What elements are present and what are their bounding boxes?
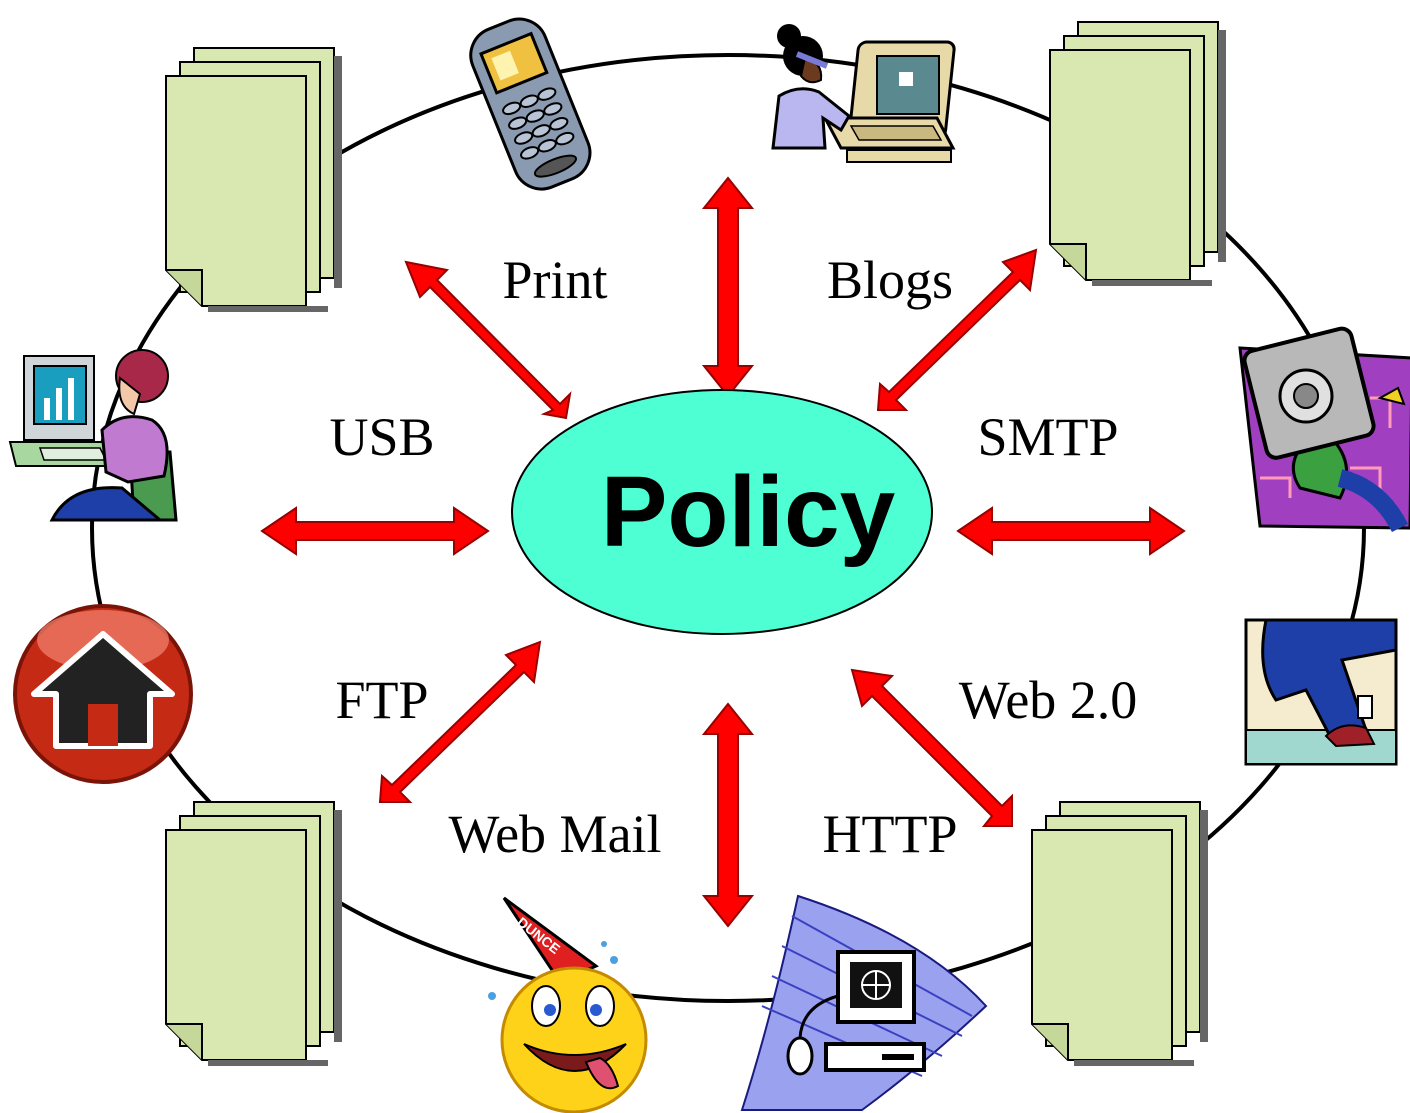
policy-ellipse xyxy=(511,389,933,635)
safe-thief-icon xyxy=(1238,326,1410,533)
arrow-diag-http xyxy=(850,668,1013,827)
document-stack-icon xyxy=(1031,801,1209,1067)
document-stack-icon xyxy=(1049,21,1227,287)
woman-at-computer-icon xyxy=(8,349,178,522)
arrow-left-right-right xyxy=(956,506,1186,556)
label-ftp: FTP xyxy=(335,670,428,730)
web-computer-icon xyxy=(740,894,988,1111)
arrows xyxy=(260,176,1186,928)
arrow-left-right-left xyxy=(260,506,490,556)
label-web20: Web 2.0 xyxy=(959,670,1138,730)
arrow-diag-print xyxy=(404,260,572,420)
label-smtp: SMTP xyxy=(977,407,1118,467)
arrow-diag-ftp xyxy=(378,640,542,803)
document-stack-icon xyxy=(165,47,343,313)
dunce-smiley-icon: DUNCE xyxy=(488,896,648,1113)
legs-kicking-outlet-icon xyxy=(1244,618,1398,766)
arrow-up-down-bottom xyxy=(701,702,755,928)
label-blogs: Blogs xyxy=(827,250,953,310)
arrow-diag-blogs xyxy=(876,248,1038,411)
label-usb: USB xyxy=(329,407,434,467)
policy-label: Policy xyxy=(601,456,896,568)
home-button-icon xyxy=(13,604,193,784)
mobile-phone-icon xyxy=(469,17,592,191)
label-webmail: Web Mail xyxy=(448,804,661,864)
person-at-computer-icon xyxy=(771,24,956,163)
label-http: HTTP xyxy=(823,804,958,864)
arrow-up-down-top xyxy=(701,176,755,398)
document-stack-icon xyxy=(165,801,343,1067)
label-print: Print xyxy=(502,250,607,310)
